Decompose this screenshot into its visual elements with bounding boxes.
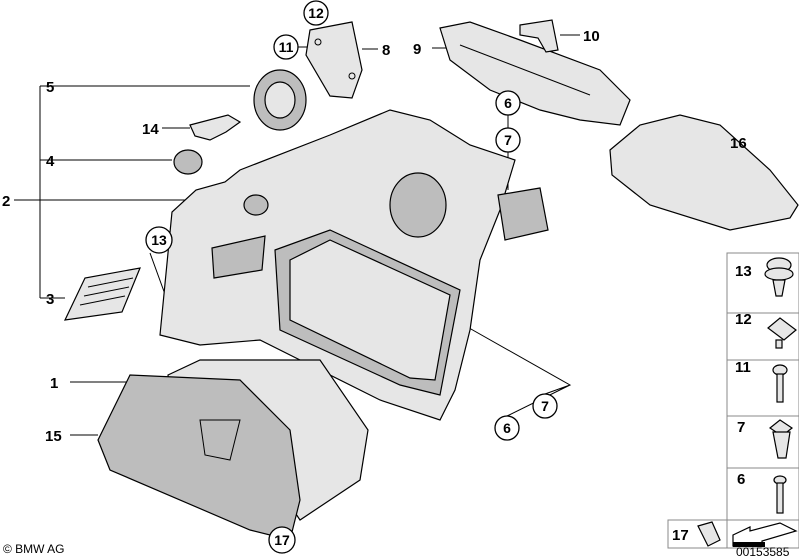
legend-label-17: 17 bbox=[672, 527, 689, 544]
callout-labels: 12 11 8 9 10 5 4 2 3 14 6 7 16 13 1 15 7… bbox=[2, 0, 747, 554]
part-15-cover bbox=[97, 374, 301, 541]
fastener-legend: 13 12 11 7 6 17 00153585 bbox=[667, 252, 799, 559]
callout-7-top: 7 bbox=[504, 132, 512, 148]
label-16: 16 bbox=[730, 135, 747, 152]
part-8-cover-plate bbox=[305, 21, 363, 99]
legend-label-6: 6 bbox=[737, 471, 745, 488]
copyright: © BMW AG bbox=[3, 542, 65, 556]
callout-12: 12 bbox=[308, 5, 324, 21]
clip-icon bbox=[697, 521, 721, 547]
clip-nut-icon bbox=[767, 317, 797, 349]
part-9-upper-trim bbox=[439, 21, 631, 126]
legend-label-13: 13 bbox=[735, 263, 752, 280]
part-14-bracket bbox=[189, 114, 242, 141]
callout-6-bottom: 6 bbox=[503, 420, 511, 436]
part-2-side-panel bbox=[159, 109, 549, 421]
legend-label-12: 12 bbox=[735, 311, 752, 328]
screw-icon bbox=[772, 364, 788, 403]
label-4: 4 bbox=[46, 153, 55, 170]
spring-nut-icon bbox=[768, 419, 794, 459]
drawing-number: 00153585 bbox=[736, 545, 790, 559]
callout-11: 11 bbox=[279, 39, 294, 55]
label-14: 14 bbox=[142, 121, 159, 138]
label-8: 8 bbox=[382, 42, 390, 59]
arrow-icon bbox=[732, 522, 798, 547]
callout-7-bottom: 7 bbox=[541, 398, 549, 414]
callout-17: 17 bbox=[274, 532, 290, 548]
legend-label-7: 7 bbox=[737, 419, 745, 436]
label-2: 2 bbox=[2, 193, 10, 210]
label-3: 3 bbox=[46, 291, 54, 308]
part-5-speaker-ring bbox=[253, 69, 307, 131]
part-3-vent-grille bbox=[63, 267, 141, 321]
label-1: 1 bbox=[50, 375, 58, 392]
callout-13: 13 bbox=[151, 232, 167, 248]
part-4-cap bbox=[173, 149, 203, 175]
legend-label-11: 11 bbox=[735, 359, 751, 376]
part-10-clip bbox=[519, 19, 559, 53]
clip-rivet-icon bbox=[764, 257, 794, 297]
label-5: 5 bbox=[46, 79, 54, 96]
part-16-storage-lid bbox=[609, 114, 799, 231]
label-9: 9 bbox=[413, 41, 421, 58]
screw-icon bbox=[773, 475, 787, 514]
label-10: 10 bbox=[583, 28, 600, 45]
label-15: 15 bbox=[45, 428, 62, 445]
callout-6-top: 6 bbox=[504, 95, 512, 111]
